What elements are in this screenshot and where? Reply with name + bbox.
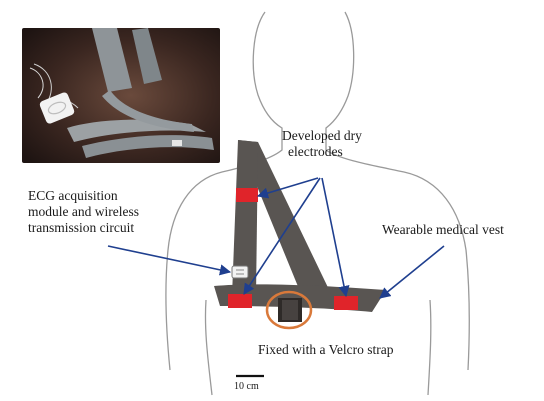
label-dry-electrodes: Developed dry electrodes [282,128,362,160]
label-dry-electrodes-line1: Developed dry [282,128,362,144]
label-dry-electrodes-line2: electrodes [288,144,362,160]
label-ecg-module-line3: transmission circuit [28,220,139,236]
ecg-module [232,266,248,278]
label-vest-text: Wearable medical vest [382,222,504,238]
body-outline [166,12,469,395]
arrow-vest [380,246,444,298]
label-vest: Wearable medical vest [382,222,504,238]
label-ecg-module: ECG acquisition module and wireless tran… [28,188,139,236]
label-ecg-module-line2: module and wireless [28,204,139,220]
arrow-ecg-module [108,246,230,272]
label-velcro: Fixed with a Velcro strap [258,342,393,358]
arrow-electrode-right [322,178,346,296]
label-ecg-module-line1: ECG acquisition [28,188,139,204]
electrode-left [228,294,252,308]
label-velcro-text: Fixed with a Velcro strap [258,342,393,358]
electrode-right [334,296,358,310]
vest-straps [214,140,386,312]
label-scale-text: 10 cm [234,381,259,393]
electrode-shoulder [236,188,258,202]
label-scale: 10 cm [234,381,259,393]
